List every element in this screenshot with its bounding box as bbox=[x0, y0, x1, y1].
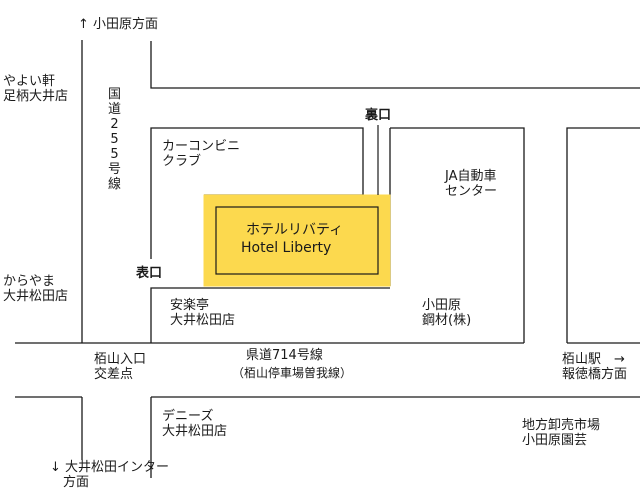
route-255-label: 国道255号線 bbox=[107, 87, 121, 192]
intersection-label: 栢山入口 交差点 bbox=[94, 352, 147, 382]
front-entrance-label: 表口 bbox=[136, 266, 163, 281]
place-car-convenience: カーコンビニ クラブ bbox=[162, 139, 241, 169]
north-direction: ↑ 小田原方面 bbox=[78, 17, 159, 32]
building-anrakutei bbox=[150, 287, 390, 343]
place-dennys: デニーズ 大井松田店 bbox=[162, 409, 228, 439]
place-ja: JA自動車 センター bbox=[445, 169, 498, 199]
hotel-inner bbox=[215, 206, 379, 275]
place-yayoi: やよい軒 足柄大井店 bbox=[3, 74, 69, 104]
back-entrance-label: 裏口 bbox=[365, 108, 392, 123]
block-north bbox=[150, 41, 640, 89]
place-odawara-kozai: 小田原 鋼材(株) bbox=[422, 298, 472, 328]
east-station-direction: 栢山駅 → 報徳橋方面 bbox=[562, 352, 628, 382]
place-karayama: からやま 大井松田店 bbox=[3, 274, 69, 304]
route-714-label: 県道714号線 bbox=[246, 348, 323, 363]
block-east bbox=[566, 127, 640, 343]
hotel-outer bbox=[203, 194, 391, 287]
hotel-name-en: Hotel Liberty bbox=[241, 240, 332, 256]
place-market: 地方卸売市場 小田原園芸 bbox=[522, 418, 601, 448]
hotel-name-ja: ホテルリバティ bbox=[246, 222, 344, 238]
south-direction: ↓ 大井松田インター 方面 bbox=[50, 460, 170, 490]
route-714-sublabel: （栢山停車場曽我線） bbox=[232, 366, 353, 380]
place-anrakutei: 安楽亭 大井松田店 bbox=[170, 298, 236, 328]
